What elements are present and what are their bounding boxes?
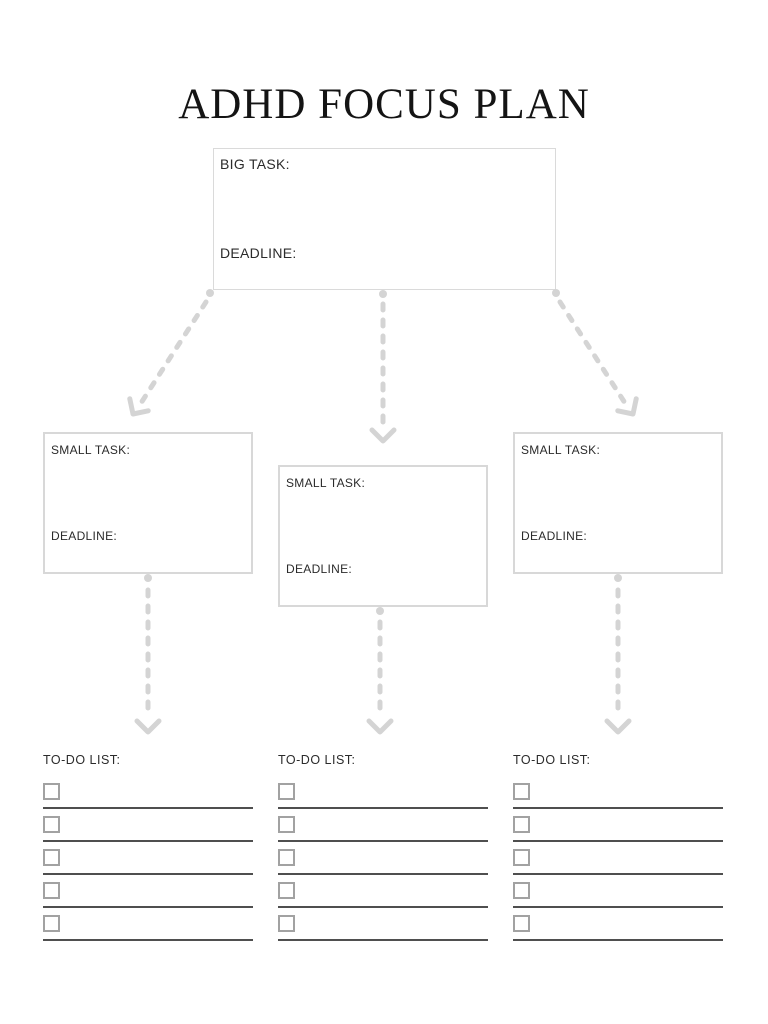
todo-write-line[interactable] [43,807,253,809]
todo-write-line[interactable] [43,873,253,875]
checkbox[interactable] [278,783,295,800]
todo-row [513,915,723,948]
todo-row [43,816,253,849]
arrow-left-to-todo [134,574,162,735]
checkbox[interactable] [513,882,530,899]
small-task-box-left[interactable]: SMALL TASK: DEADLINE: [43,432,253,574]
page-title: ADHD FOCUS PLAN [178,81,590,128]
todo-write-line[interactable] [513,873,723,875]
todo-row [278,816,488,849]
small-task-deadline-label: DEADLINE: [51,529,118,543]
small-task-label: SMALL TASK: [521,443,601,457]
checkbox[interactable] [43,783,60,800]
todo-list-heading: TO-DO LIST: [513,753,591,767]
arrow-right-to-todo [604,574,632,735]
checkbox[interactable] [513,849,530,866]
checkbox[interactable] [278,816,295,833]
small-task-box-right[interactable]: SMALL TASK: DEADLINE: [513,432,723,574]
todo-write-line[interactable] [43,939,253,941]
todo-row [43,915,253,948]
checkbox[interactable] [43,816,60,833]
checkbox[interactable] [513,915,530,932]
checkbox[interactable] [43,915,60,932]
checkbox[interactable] [513,816,530,833]
todo-row [278,783,488,816]
small-task-label: SMALL TASK: [51,443,131,457]
todo-write-line[interactable] [513,807,723,809]
big-task-label: BIG TASK: [220,156,290,172]
todo-row [278,915,488,948]
todo-list-heading: TO-DO LIST: [43,753,121,767]
big-task-box[interactable]: BIG TASK: DEADLINE: [213,148,556,290]
todo-write-line[interactable] [513,840,723,842]
checkbox[interactable] [513,783,530,800]
checkbox[interactable] [43,882,60,899]
small-task-box-middle[interactable]: SMALL TASK: DEADLINE: [278,465,488,607]
small-task-label: SMALL TASK: [286,476,366,490]
todo-list-middle: TO-DO LIST: [278,753,488,941]
arrow-big-to-right [552,289,639,417]
todo-write-line[interactable] [43,840,253,842]
todo-row [43,849,253,882]
todo-write-line[interactable] [278,840,488,842]
todo-rows [513,783,723,948]
todo-list-right: TO-DO LIST: [513,753,723,941]
todo-write-line[interactable] [513,906,723,908]
big-task-deadline-label: DEADLINE: [220,245,297,261]
checkbox[interactable] [278,849,295,866]
todo-write-line[interactable] [278,939,488,941]
todo-write-line[interactable] [513,939,723,941]
todo-list-heading: TO-DO LIST: [278,753,356,767]
todo-write-line[interactable] [43,906,253,908]
todo-rows [278,783,488,948]
todo-row [513,783,723,816]
todo-row [43,783,253,816]
todo-list-left: TO-DO LIST: [43,753,253,941]
todo-row [513,849,723,882]
arrow-big-to-middle [369,290,397,444]
todo-row [278,882,488,915]
todo-write-line[interactable] [278,807,488,809]
todo-row [278,849,488,882]
todo-row [513,882,723,915]
arrow-big-to-left [127,289,214,417]
todo-rows [43,783,253,948]
small-task-deadline-label: DEADLINE: [286,562,353,576]
arrow-middle-to-todo [366,607,394,735]
todo-row [43,882,253,915]
todo-row [513,816,723,849]
checkbox[interactable] [278,882,295,899]
checkbox[interactable] [43,849,60,866]
todo-write-line[interactable] [278,873,488,875]
small-task-deadline-label: DEADLINE: [521,529,588,543]
todo-write-line[interactable] [278,906,488,908]
checkbox[interactable] [278,915,295,932]
